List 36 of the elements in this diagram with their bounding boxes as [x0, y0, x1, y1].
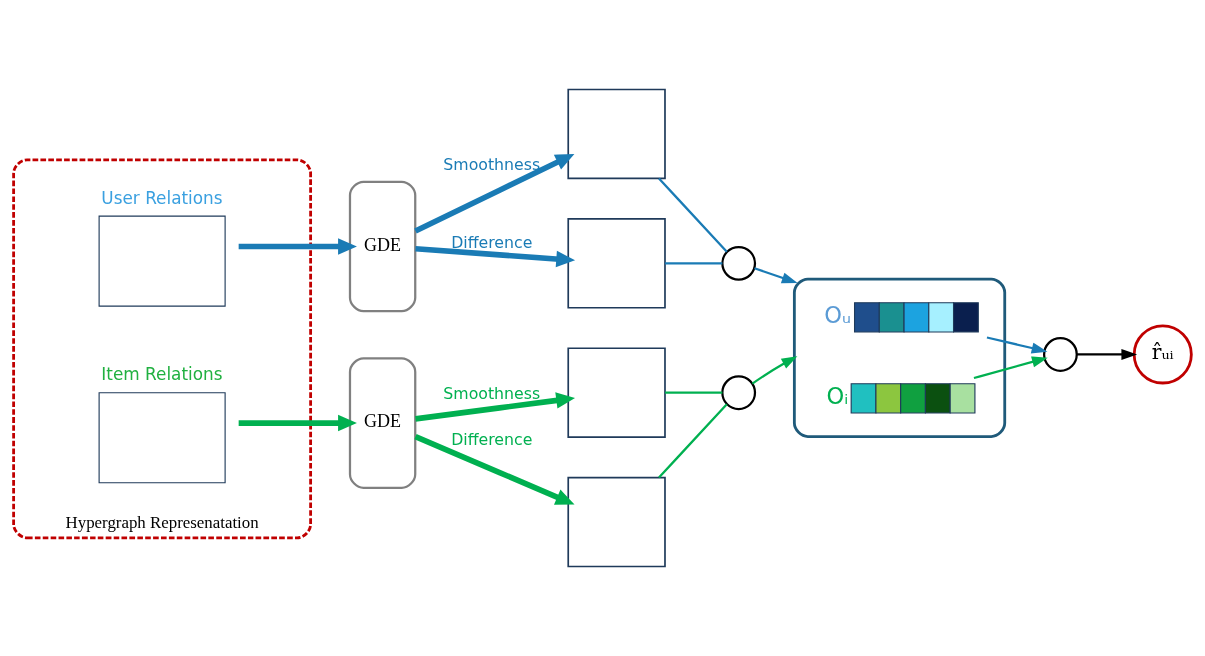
- node-label: User Relations: [101, 187, 223, 208]
- connector: [658, 403, 728, 479]
- node-box: [567, 218, 666, 309]
- node-box: [567, 347, 666, 438]
- edge-label: Smoothness: [443, 383, 541, 403]
- edge-label: Difference: [451, 232, 533, 252]
- arrow: [986, 336, 1048, 354]
- node-box: [567, 476, 666, 568]
- connector: [658, 177, 728, 253]
- arrow: [754, 267, 798, 284]
- arrow: [414, 434, 575, 505]
- connector: [665, 391, 723, 394]
- cluster: [792, 277, 1007, 438]
- arrow: [973, 356, 1048, 380]
- node-box: GDE: [348, 357, 417, 489]
- connector: [665, 262, 723, 265]
- arrow: [1076, 348, 1138, 360]
- arrow: [751, 356, 798, 385]
- arrow: [415, 392, 576, 422]
- edge-label: Smoothness: [443, 155, 541, 175]
- node-circle: [721, 245, 757, 281]
- node-circle: [721, 375, 757, 411]
- node-circle: [1043, 337, 1078, 372]
- node-label: Oᵤ: [824, 301, 851, 328]
- edge-label: Difference: [451, 429, 533, 449]
- arrow: [415, 245, 576, 268]
- arrow: [238, 238, 357, 255]
- node-label: Item Relations: [101, 364, 223, 385]
- node-box: [98, 215, 226, 307]
- arrow: [414, 153, 575, 234]
- node-box: [98, 392, 226, 484]
- node-circle: r̂ᵤᵢ: [1132, 324, 1193, 385]
- node-box: GDE: [348, 180, 417, 313]
- node-label: Oᵢ: [826, 382, 849, 409]
- node-box: [567, 88, 666, 180]
- arrow: [238, 414, 357, 432]
